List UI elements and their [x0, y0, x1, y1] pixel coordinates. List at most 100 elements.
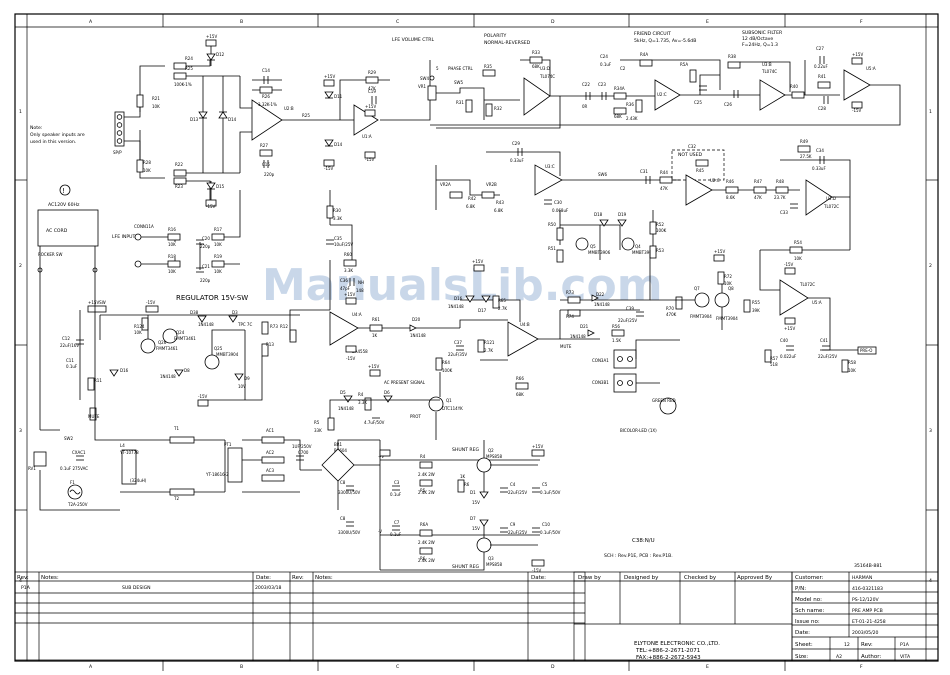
svg-text:R13: R13: [266, 342, 274, 347]
svg-text:6.8K: 6.8K: [466, 204, 475, 209]
svg-text:10uF/25V: 10uF/25V: [334, 242, 353, 247]
svg-text:C26: C26: [724, 102, 732, 107]
col-label-d-bottom: D: [551, 664, 555, 670]
svg-text:D9: D9: [244, 376, 250, 381]
ac-cord-box: [37, 209, 99, 247]
svg-text:C12: C12: [62, 336, 70, 341]
svg-text:2.7K: 2.7K: [498, 306, 507, 311]
svg-text:CON3B1: CON3B1: [592, 380, 609, 385]
svg-text:23.7K: 23.7K: [774, 195, 786, 200]
svg-text:R73: R73: [566, 290, 574, 295]
svg-text:1.5K: 1.5K: [612, 338, 621, 343]
title-block: Customer: HARMAN P/N: 416-0321183 Model …: [791, 571, 939, 662]
svg-text:U4:A: U4:A: [352, 312, 362, 317]
svg-text:MMBT3906: MMBT3906: [588, 250, 611, 255]
author-value: VITA: [900, 654, 911, 660]
svg-text:R6A: R6A: [420, 522, 428, 527]
rev-table-header-notes: Notes:: [41, 575, 59, 581]
svg-text:33K: 33K: [314, 428, 322, 433]
svg-text:FMMT3461: FMMT3461: [156, 346, 178, 351]
svg-text:R11: R11: [94, 378, 102, 383]
svg-text:0.068uF: 0.068uF: [552, 208, 569, 213]
polarity-label: POLARITY: [484, 33, 507, 39]
svg-text:C2: C2: [620, 66, 626, 71]
svg-text:220p: 220p: [264, 172, 275, 177]
approval-approved-by: Approved By: [737, 575, 773, 581]
pn-label: P/N:: [795, 586, 806, 592]
svg-text:R6: R6: [464, 482, 470, 487]
svg-text:0.1uF: 0.1uF: [66, 364, 78, 369]
rocker-label: ROCKER SW: [38, 252, 62, 257]
row-label-1: 1: [19, 109, 22, 115]
svg-text:C24: C24: [600, 54, 608, 59]
phase-label: PHASE CTRL: [448, 66, 474, 71]
phase-polarity-section: POLARITY NORMAL-REVERSED PHASE CTRL R35 …: [436, 33, 580, 129]
svg-text:MMBT3904: MMBT3904: [216, 352, 239, 357]
customer-value: HARMAN: [852, 575, 872, 581]
rev-table-row-date: 2003/03/18: [255, 585, 282, 591]
svg-text:R74: R74: [566, 314, 574, 319]
svg-text:R52: R52: [656, 222, 664, 227]
bridge-rectifier: [321, 448, 355, 482]
lfe-input-label: LFE INPUT: [112, 234, 135, 240]
size-value: A2: [836, 654, 842, 660]
svg-text:10K: 10K: [724, 281, 732, 286]
svg-text:C11: C11: [66, 358, 74, 363]
revision-table: Rev: Notes: Date: Rev: Notes: Date: P1A …: [14, 571, 586, 662]
ac-rating-label: AC120V 60Hz: [48, 202, 80, 208]
svg-text:10K: 10K: [152, 104, 160, 109]
svg-text:1K: 1K: [372, 333, 378, 338]
svg-text:1N4148: 1N4148: [160, 374, 176, 379]
speaker-input-section: SP/P Note: Only speaker inputs are used …: [30, 34, 300, 209]
svg-text:C40: C40: [780, 338, 788, 343]
svg-text:47pF: 47pF: [340, 286, 351, 291]
svg-text:0.33uF: 0.33uF: [812, 166, 826, 171]
svg-text:MPS858: MPS858: [486, 562, 502, 567]
svg-text:22uF/25V: 22uF/25V: [618, 318, 637, 323]
svg-text:R34A: R34A: [614, 86, 625, 91]
svg-text:CXAC1: CXAC1: [72, 450, 86, 455]
svg-text:U2:C: U2:C: [710, 178, 720, 183]
svg-text:10K: 10K: [794, 256, 802, 261]
svg-text:0R: 0R: [582, 104, 588, 109]
svg-text:R27: R27: [260, 143, 268, 148]
col-label-b: B: [240, 19, 243, 25]
svg-text:R16: R16: [168, 227, 176, 232]
svg-text:47K: 47K: [754, 195, 762, 200]
svg-text:10K: 10K: [143, 168, 151, 173]
svg-text:0.1uF 275VAC: 0.1uF 275VAC: [60, 466, 88, 471]
svg-text:R65: R65: [498, 298, 506, 303]
svg-text:-15V: -15V: [206, 204, 216, 209]
svg-text:+V: +V: [378, 454, 384, 459]
opamp-u3c: [534, 164, 563, 196]
svg-text:R44: R44: [660, 170, 668, 175]
svg-text:R19: R19: [214, 254, 222, 259]
svg-text:1N4148: 1N4148: [570, 334, 586, 339]
svg-text:R53: R53: [656, 248, 664, 253]
svg-text:D8: D8: [184, 368, 190, 373]
svg-text:518: 518: [770, 362, 778, 367]
svg-text:TL072C: TL072C: [799, 282, 815, 287]
svg-text:D15: D15: [216, 184, 225, 189]
rev-table-header-rev: Rev:: [17, 575, 29, 581]
svg-text:R25: R25: [185, 66, 193, 71]
svg-text:39K: 39K: [752, 308, 760, 313]
svg-text:D14: D14: [228, 117, 237, 122]
approval-block: Draw by Designed by Checked by Approved …: [573, 571, 793, 662]
svg-text:RS604: RS604: [334, 448, 347, 453]
svg-text:C9: C9: [510, 522, 516, 527]
company-name: ELYTONE ELECTRONIC CO.,LTD.: [634, 641, 720, 647]
svg-text:10K: 10K: [848, 368, 856, 373]
sch-name-label: Sch name:: [795, 608, 824, 614]
svg-text:Q26: Q26: [158, 340, 167, 345]
svg-text:Q3: Q3: [488, 556, 494, 561]
svg-text:-15V: -15V: [532, 568, 542, 573]
svg-text:(324uH): (324uH): [130, 478, 147, 483]
svg-text:27.5K: 27.5K: [800, 154, 812, 159]
svg-text:3300U/50V: 3300U/50V: [338, 530, 361, 535]
col-label-f: F: [860, 19, 863, 25]
svg-text:R73: R73: [270, 324, 278, 329]
svg-text:-15V: -15V: [852, 108, 862, 113]
svg-text:CON3A1: CON3A1: [592, 358, 609, 363]
